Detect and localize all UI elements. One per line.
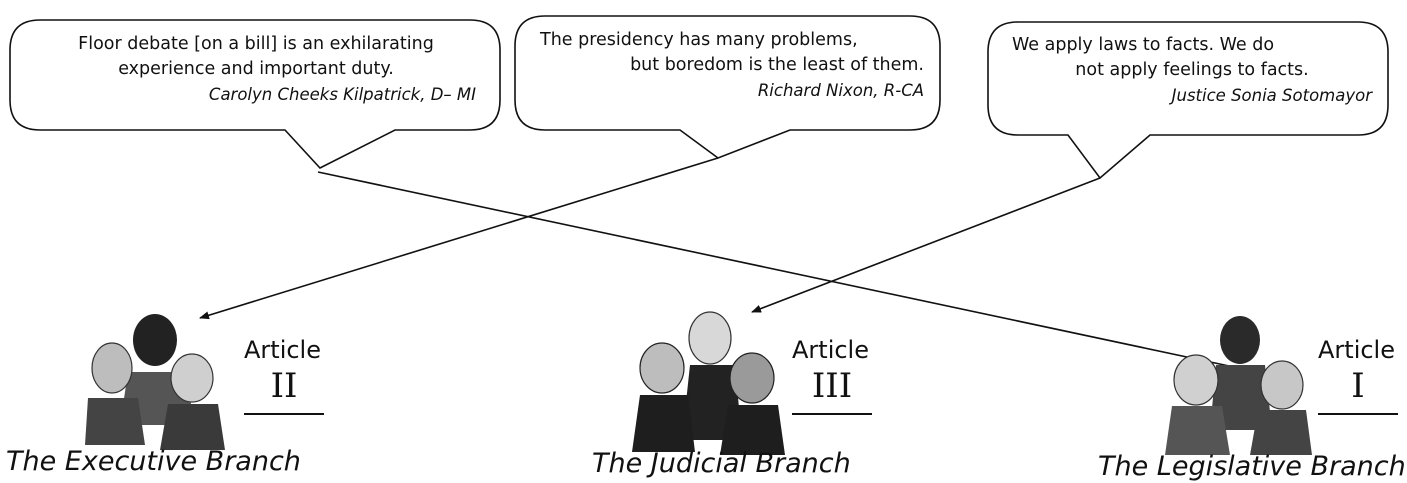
quote-nixon: The presidency has many problems, but bo… — [540, 28, 924, 103]
judicial-branch-title: The Judicial Branch — [592, 448, 851, 479]
quote-author: Richard Nixon, R-CA — [757, 81, 924, 100]
arrow-kilpatrick-to-legislative — [317, 171, 1263, 376]
legislative-article-numeral: I — [1351, 366, 1365, 406]
legislative-numeral-underline — [1318, 413, 1398, 415]
quote-text-line: but boredom is the least of them. — [630, 55, 924, 75]
judicial-numeral-underline — [792, 413, 872, 415]
speech-bubble-2 — [514, 15, 941, 159]
executive-article-label: Article — [244, 336, 321, 364]
quote-sotomayor: We apply laws to facts. We do not apply … — [1012, 33, 1372, 108]
executive-figures-illustration — [85, 314, 225, 450]
executive-numeral-underline — [244, 413, 324, 415]
speech-bubble-3 — [987, 21, 1389, 180]
quote-text-line: We apply laws to facts. We do — [1012, 35, 1275, 55]
quote-text-line: experience and important duty. — [118, 59, 394, 79]
quote-text-line: not apply feelings to facts. — [1075, 60, 1309, 80]
judicial-article-numeral: III — [811, 366, 853, 406]
judicial-article-label: Article — [792, 336, 869, 364]
quote-text-line: Floor debate [on a bill] is an exhilarat… — [78, 34, 434, 54]
legislative-figures-illustration — [1165, 316, 1312, 455]
quote-kilpatrick: Floor debate [on a bill] is an exhilarat… — [36, 32, 476, 107]
arrow-nixon-to-executive — [199, 157, 719, 320]
quote-text-line: The presidency has many problems, — [540, 30, 858, 50]
quote-author: Carolyn Cheeks Kilpatrick, D– MI — [208, 85, 476, 104]
arrow-sotomayor-to-judicial — [751, 177, 1101, 313]
speech-bubble-1 — [9, 19, 501, 169]
executive-branch-title: The Executive Branch — [6, 446, 301, 477]
judicial-figures-illustration — [632, 311, 785, 455]
executive-article-numeral: II — [270, 366, 298, 406]
quote-author: Justice Sonia Sotomayor — [1171, 86, 1372, 105]
legislative-article-label: Article — [1318, 336, 1395, 364]
legislative-branch-title: The Legislative Branch — [1098, 451, 1406, 482]
